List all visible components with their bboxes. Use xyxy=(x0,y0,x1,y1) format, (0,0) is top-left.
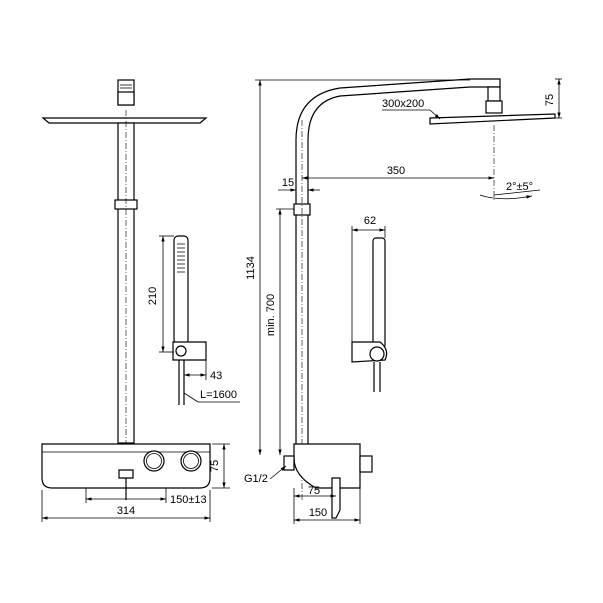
dim-handshower-length: 210 xyxy=(147,287,159,305)
dim-hose-length: L=1600 xyxy=(200,389,237,401)
side-inlet-connector xyxy=(283,455,295,471)
side-hose xyxy=(373,362,381,392)
side-shower-head xyxy=(429,113,556,125)
side-hand-shower xyxy=(372,237,386,349)
front-view: 210 43 L=1600 75 150±13 314 xyxy=(41,79,240,522)
front-right-knob xyxy=(180,450,202,472)
dim-head-height: 75 xyxy=(544,94,556,106)
side-outlet-connector xyxy=(359,455,373,473)
front-hose xyxy=(178,360,185,405)
side-spout xyxy=(331,477,341,519)
dim-holder-width: 43 xyxy=(210,370,222,382)
front-spout xyxy=(118,469,134,479)
dim-arm-projection: 350 xyxy=(387,165,405,177)
dim-inlet-centers: 150±13 xyxy=(170,494,207,506)
front-left-knob xyxy=(143,450,165,472)
side-shower-arm xyxy=(295,78,501,455)
dim-overall-height: 1134 xyxy=(245,256,257,280)
side-view: 75 300x200 350 15 2°±5° 1134 min. 700 xyxy=(244,78,562,524)
dim-head-size: 300x200 xyxy=(382,98,424,110)
dim-thermostat-width: 314 xyxy=(117,505,135,517)
side-arm-connector xyxy=(487,86,501,102)
side-thermostat-body xyxy=(293,443,361,489)
front-shower-head xyxy=(41,117,208,124)
dim-holder-depth: 62 xyxy=(364,215,376,227)
dim-connection: G1/2 xyxy=(244,473,268,485)
dim-pipe-offset: 15 xyxy=(282,177,294,189)
dim-thermostat-depth: 150 xyxy=(309,507,327,519)
dim-spout-offset: 75 xyxy=(308,485,320,497)
dim-min-height: min. 700 xyxy=(265,294,277,336)
dim-thermostat-height: 75 xyxy=(209,460,221,472)
dim-tilt: 2°±5° xyxy=(506,181,533,193)
front-thermostat-body xyxy=(41,443,211,489)
